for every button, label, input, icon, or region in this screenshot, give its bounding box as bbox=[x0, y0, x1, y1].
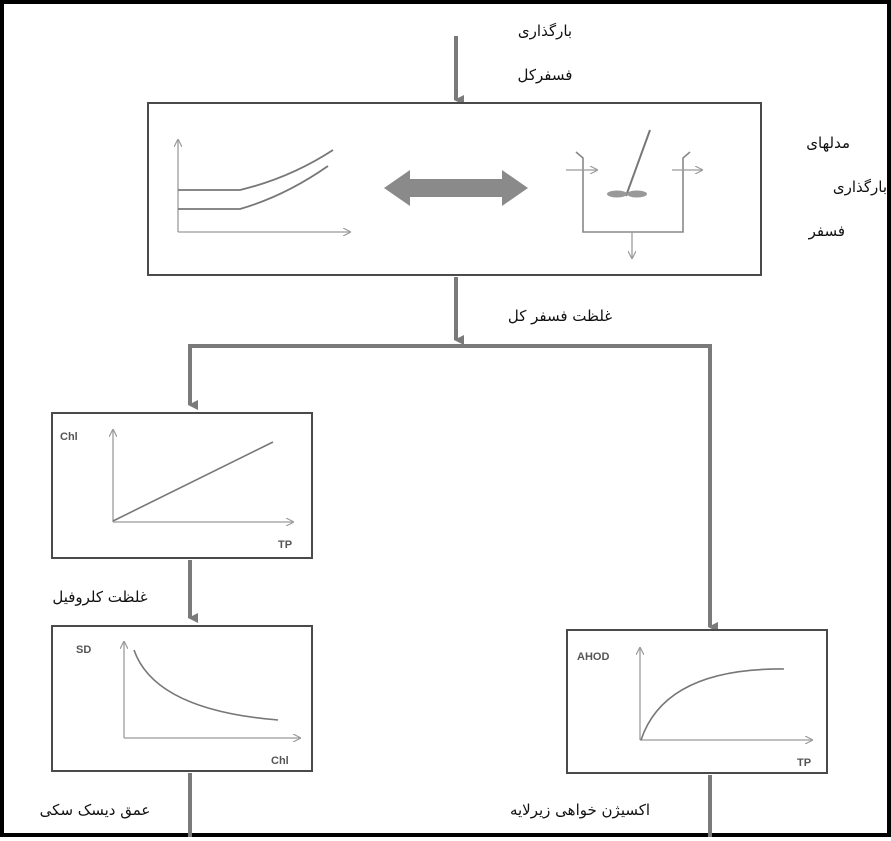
sd-chl-y-label: SD bbox=[76, 644, 91, 656]
response-curve-upper bbox=[178, 149, 334, 191]
sd-chl-x-label: Chl bbox=[271, 755, 289, 767]
ahod-tp-box bbox=[566, 629, 828, 774]
chl-tp-linear-curve bbox=[112, 441, 274, 522]
tank-body bbox=[575, 151, 691, 233]
chl-tp-x-label: TP bbox=[278, 539, 292, 551]
sd-chl-decay-curve bbox=[133, 649, 279, 721]
chlorophyll-label: غلظت کلروفیل bbox=[52, 588, 147, 606]
ahod-tp-chart: AHOD TP bbox=[577, 648, 812, 769]
input-label-line1: بارگذاری bbox=[518, 22, 572, 40]
mixer-blade-right bbox=[627, 190, 647, 198]
chl-tp-chart: Chl TP bbox=[60, 430, 293, 551]
secchi-depth-label: عمق دیسک سکی bbox=[40, 801, 151, 819]
response-curve-graph bbox=[178, 140, 350, 232]
models-label-line3: فسفر bbox=[808, 222, 845, 240]
double-arrow bbox=[384, 170, 528, 206]
models-label-line2: بارگذاری bbox=[833, 178, 887, 196]
chl-tp-y-label: Chl bbox=[60, 431, 78, 443]
input-label-line2: فسفرکل bbox=[518, 66, 573, 84]
tp-concentration-label: غلظت فسفر کل bbox=[508, 307, 612, 325]
ahod-tp-x-label: TP bbox=[797, 757, 811, 769]
models-label-line1: مدلهای bbox=[806, 134, 850, 152]
chl-tp-box bbox=[51, 412, 313, 559]
reactor-tank-sketch bbox=[566, 129, 702, 258]
ahod-tp-saturation-curve bbox=[640, 668, 785, 741]
response-curve-lower bbox=[178, 165, 329, 210]
oxygen-demand-label: اکسیژن خواهی زیرلایه bbox=[510, 801, 650, 819]
sd-chl-chart: SD Chl bbox=[76, 642, 300, 767]
ahod-tp-y-label: AHOD bbox=[577, 651, 609, 663]
mixer-shaft bbox=[625, 129, 651, 197]
mixer-blade-left bbox=[607, 190, 627, 198]
